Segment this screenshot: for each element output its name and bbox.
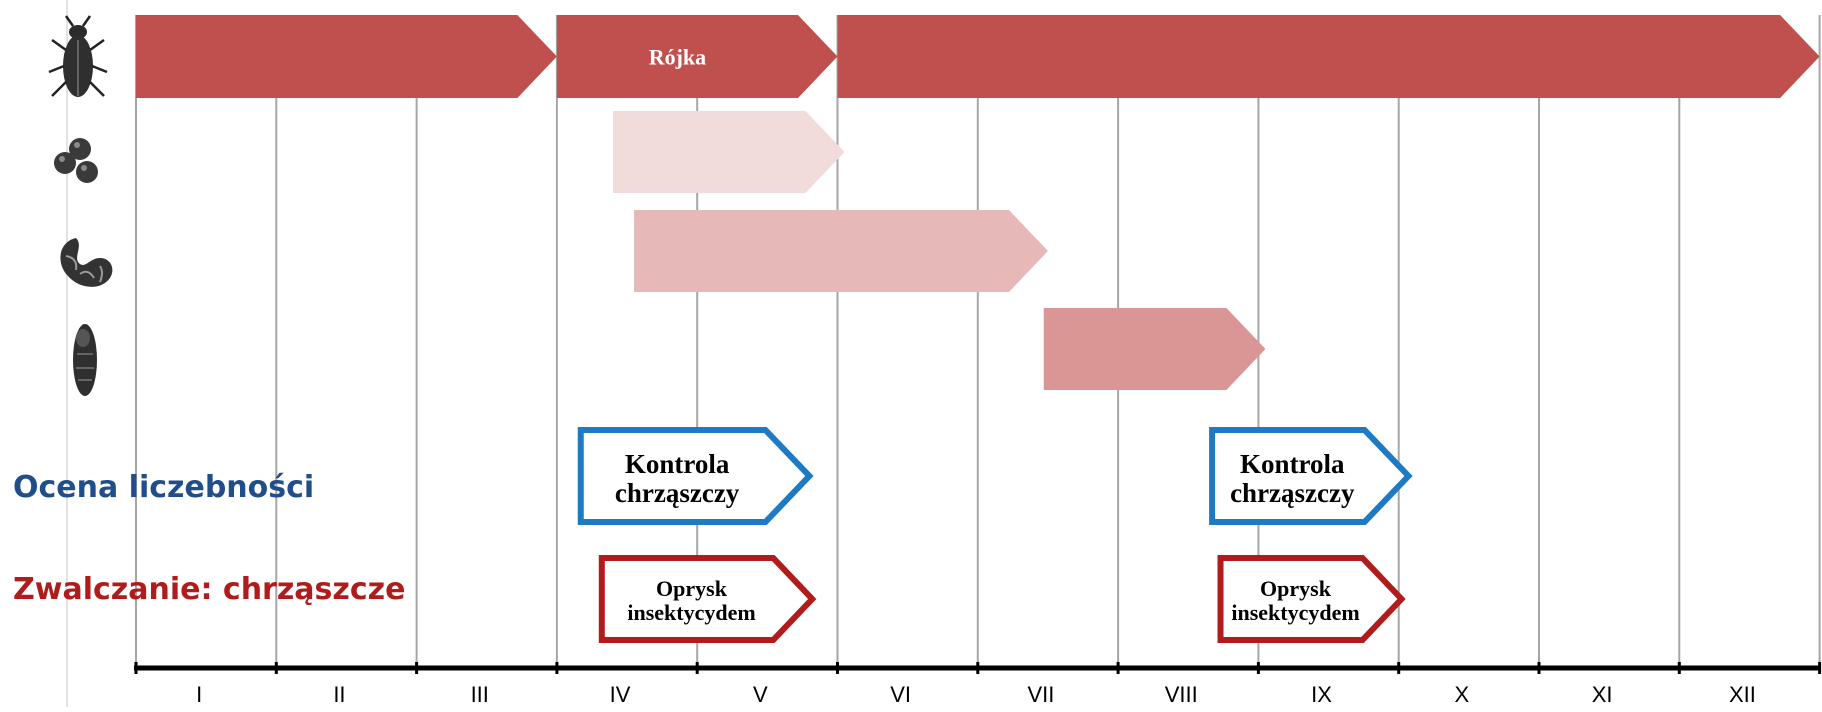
month-label: VII: [1027, 682, 1054, 707]
stage-arrow: [837, 15, 1820, 98]
assessment-line1: Kontrola: [625, 449, 730, 479]
stage-arrow: [556, 15, 838, 98]
assessment-box: [577, 427, 814, 525]
stage-arrow: [136, 15, 557, 98]
swarming-label: Rójka: [649, 45, 706, 70]
month-label: I: [196, 682, 202, 707]
control-line2: insektycydem: [1231, 600, 1359, 625]
control-line2: insektycydem: [627, 600, 755, 625]
month-label: II: [333, 682, 345, 707]
eggs-icon: [54, 138, 98, 183]
month-label: V: [753, 682, 768, 707]
assessment-line2: chrząszczy: [1230, 478, 1355, 508]
beetle-adult-icon: [48, 15, 108, 97]
month-label: XII: [1729, 682, 1756, 707]
pupa-icon: [73, 324, 97, 396]
larva-icon: [60, 238, 113, 287]
control-line1: Oprysk: [1260, 576, 1332, 601]
month-label: X: [1454, 682, 1469, 707]
month-label: IV: [610, 682, 631, 707]
month-label: IX: [1311, 682, 1332, 707]
stage-arrow: [1043, 308, 1266, 390]
month-label: XI: [1592, 682, 1613, 707]
control-row-label: Zwalczanie: chrząszcze: [13, 572, 406, 607]
assessment-row-label: Ocena liczebności: [13, 470, 315, 505]
stage-arrow: [634, 210, 1048, 292]
assessment-line2: chrząszczy: [615, 478, 740, 508]
assessment-box: [1209, 427, 1413, 525]
control-box: [598, 555, 817, 643]
stage-arrow: [613, 111, 845, 193]
control-box: [1217, 555, 1406, 643]
month-label: VIII: [1165, 682, 1198, 707]
control-line1: Oprysk: [656, 576, 728, 601]
month-label: VI: [890, 682, 911, 707]
assessment-line1: Kontrola: [1240, 449, 1345, 479]
month-label: III: [471, 682, 489, 707]
